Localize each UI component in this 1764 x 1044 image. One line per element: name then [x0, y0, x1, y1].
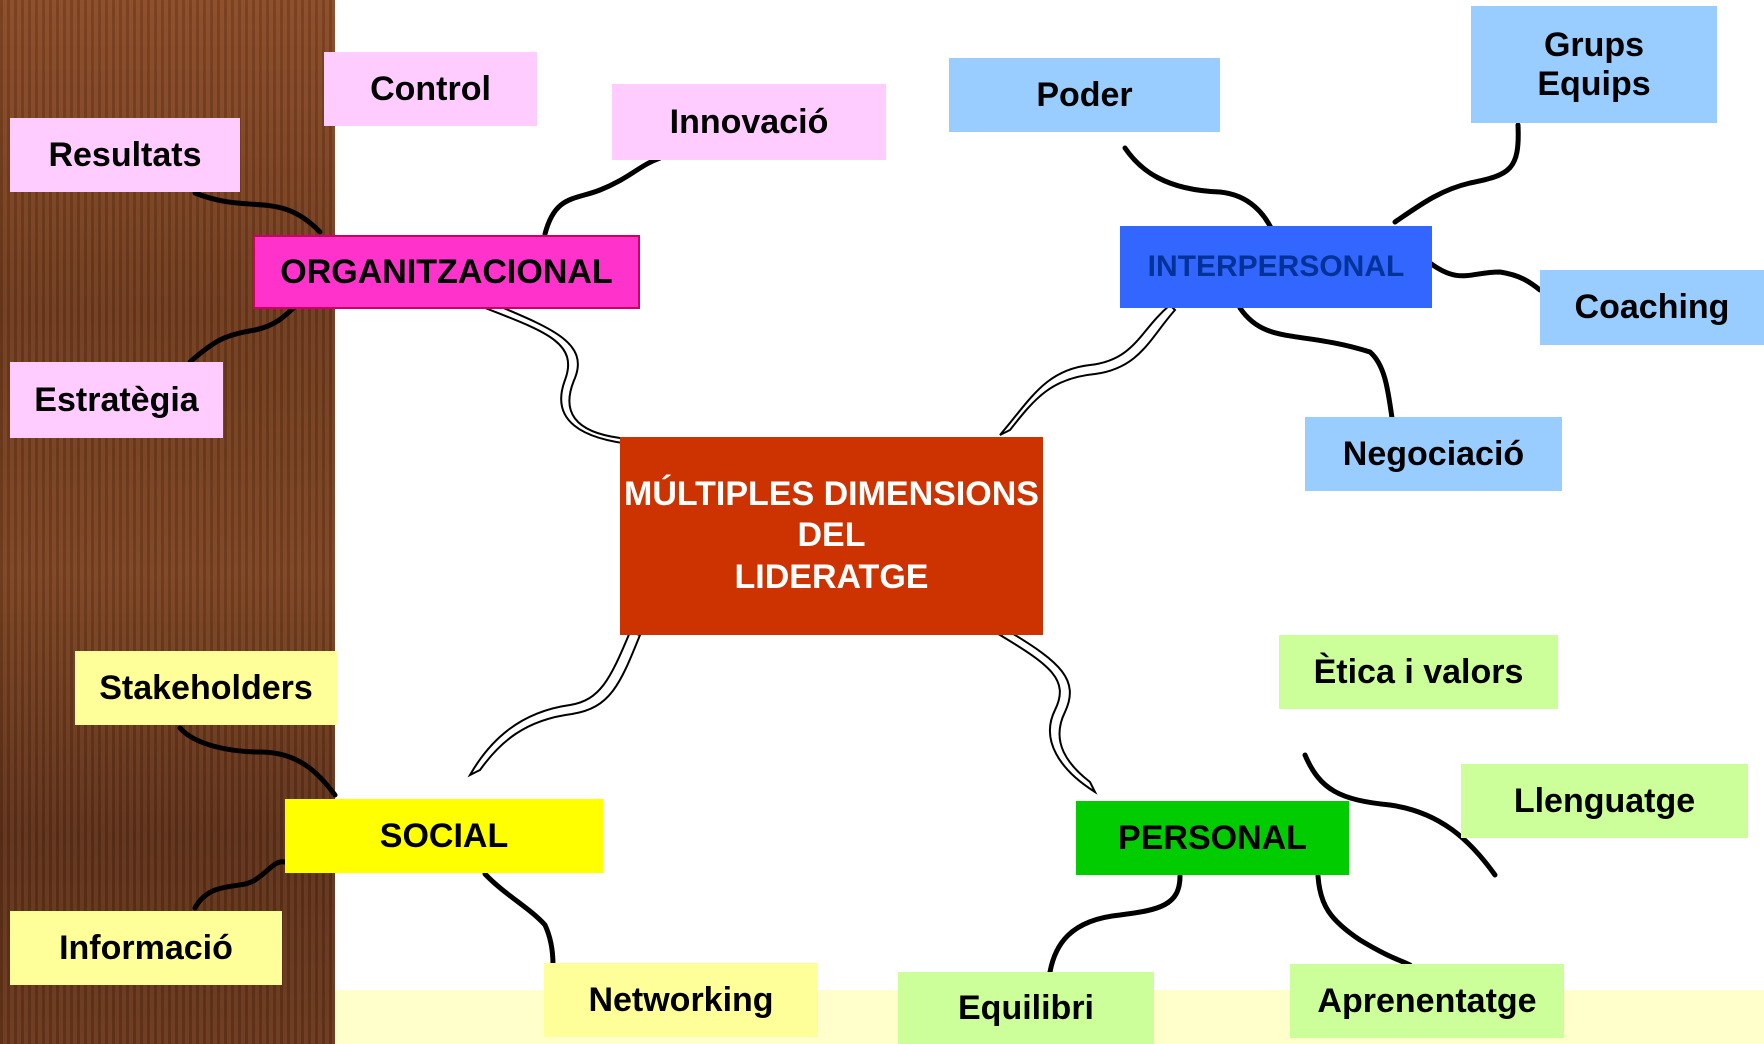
connector-social — [467, 630, 642, 778]
connector-personal — [997, 630, 1098, 795]
connector-org — [467, 296, 641, 446]
line-coaching — [1427, 260, 1543, 293]
line-aprenentatge — [1315, 873, 1413, 968]
leaf-estrategia[interactable]: Estratègia — [10, 362, 223, 438]
leaf-aprenentatge[interactable]: Aprenentatge — [1290, 964, 1564, 1038]
leaf-negociacio[interactable]: Negociació — [1305, 417, 1562, 491]
leaf-resultats[interactable]: Resultats — [10, 118, 240, 192]
line-negociacio — [1237, 305, 1395, 421]
leaf-poder[interactable]: Poder — [949, 58, 1220, 132]
leaf-informacio[interactable]: Informació — [10, 911, 282, 985]
line-innovacio — [542, 155, 663, 237]
line-equilibri — [1047, 873, 1183, 975]
line-grups — [1392, 122, 1521, 225]
leaf-stakeholders[interactable]: Stakeholders — [75, 651, 337, 725]
leaf-etica-valors[interactable]: Ètica i valors — [1279, 635, 1558, 709]
leaf-llenguatge[interactable]: Llenguatge — [1461, 764, 1748, 838]
connector-inter — [999, 303, 1177, 436]
dimension-personal[interactable]: PERSONAL — [1076, 801, 1349, 875]
line-etica — [1302, 752, 1498, 878]
line-estrategia — [187, 299, 303, 365]
leaf-innovacio[interactable]: Innovació — [612, 84, 886, 160]
line-stakeholders — [177, 725, 338, 798]
dimension-social[interactable]: SOCIAL — [285, 799, 603, 873]
leaf-equilibri[interactable]: Equilibri — [898, 972, 1154, 1044]
leaf-grups-equips[interactable]: Grups Equips — [1471, 6, 1717, 123]
line-resultats — [192, 190, 323, 235]
line-informacio — [192, 859, 288, 911]
dimension-organitzacional[interactable]: ORGANITZACIONAL — [253, 235, 640, 309]
line-networking — [482, 871, 556, 968]
line-poder — [1122, 145, 1275, 233]
leaf-networking[interactable]: Networking — [544, 963, 818, 1037]
leaf-control[interactable]: Control — [324, 52, 537, 126]
leaf-coaching[interactable]: Coaching — [1540, 270, 1764, 345]
dimension-interpersonal[interactable]: INTERPERSONAL — [1120, 226, 1432, 308]
central-topic[interactable]: MÚLTIPLES DIMENSIONS DEL LIDERATGE — [620, 437, 1043, 635]
